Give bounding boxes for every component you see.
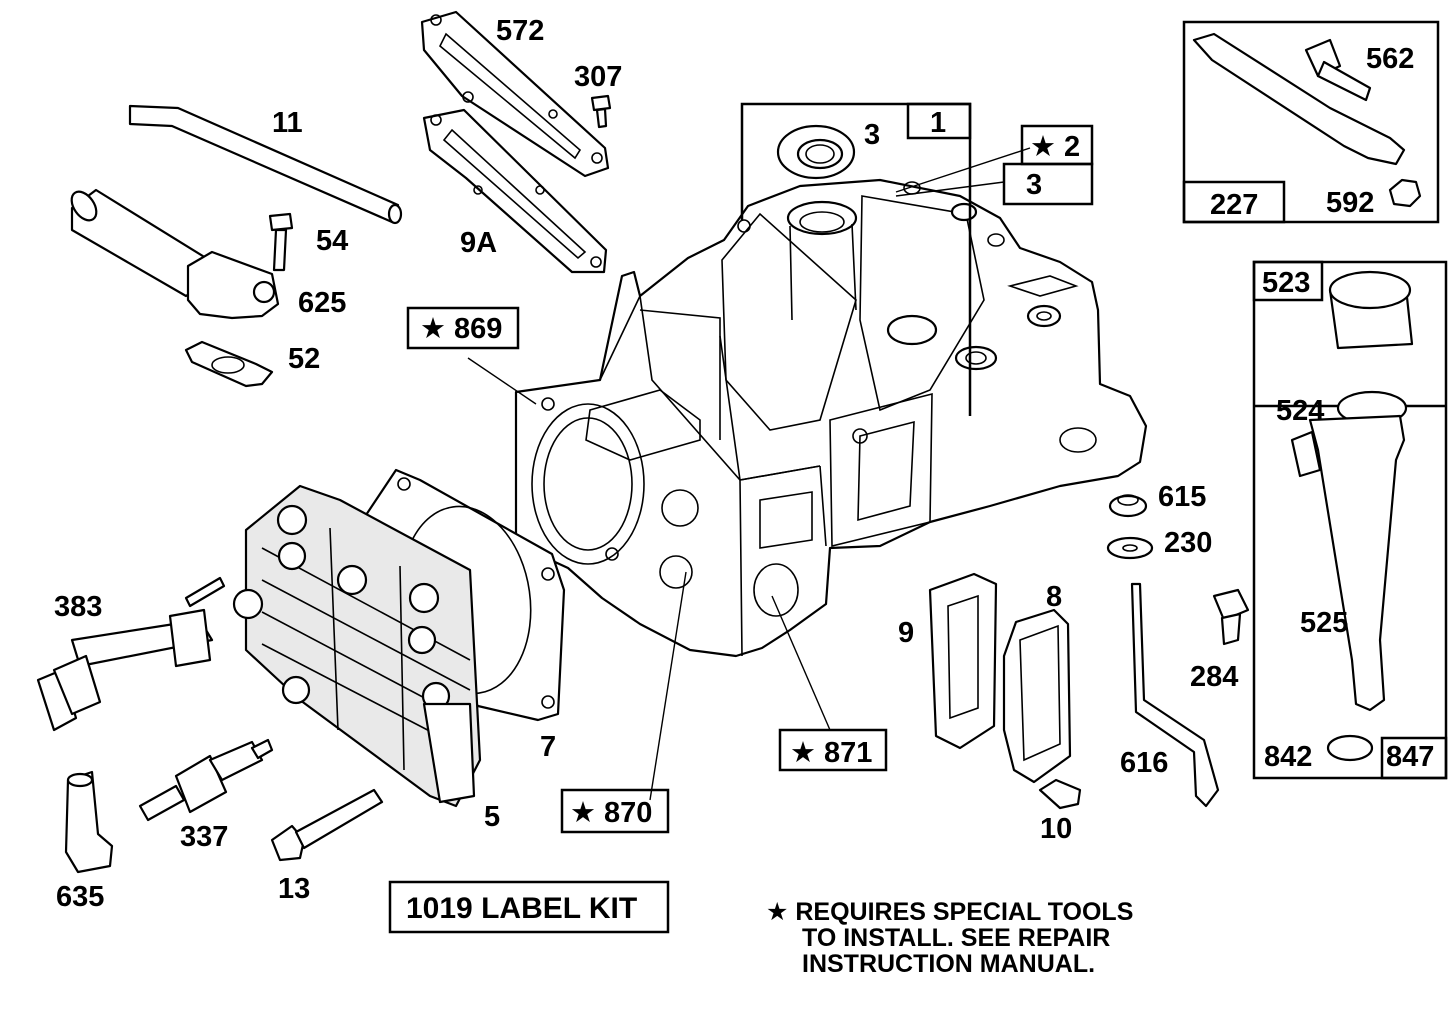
gasket-52-part xyxy=(184,340,274,388)
label-869-box xyxy=(406,306,520,350)
label-9A: 9A xyxy=(460,227,497,259)
label-847: 847 xyxy=(1386,741,1434,773)
spark-plug-wrench-part xyxy=(36,576,226,732)
crankcase-kit-frame xyxy=(740,102,972,416)
label-3a: 3 xyxy=(864,119,880,151)
fitting-284-part xyxy=(1212,588,1250,646)
spark-plug-boot-part xyxy=(64,770,114,874)
washer-230-part xyxy=(1106,536,1154,560)
cylinder-head-part xyxy=(232,484,482,808)
label-383: 383 xyxy=(54,591,102,623)
label-11: 11 xyxy=(272,107,303,139)
spark-plug-part xyxy=(138,738,274,822)
cover-8-part xyxy=(1002,608,1072,784)
screw-307-part xyxy=(590,94,612,129)
label-8: 8 xyxy=(1046,581,1062,613)
breather-cover-part xyxy=(420,10,610,178)
label-284: 284 xyxy=(1190,661,1238,693)
label-kit-text: 1019 LABEL KIT xyxy=(406,892,637,925)
label-869: ★ 869 xyxy=(420,313,502,345)
label-9: 9 xyxy=(898,617,914,649)
label-10: 10 xyxy=(1040,813,1072,845)
label-307: 307 xyxy=(574,61,622,93)
label-227: 227 xyxy=(1210,189,1258,221)
label-572: 572 xyxy=(496,15,544,47)
footnote-line-3: INSTRUCTION MANUAL. xyxy=(802,950,1095,978)
breather-tube-part xyxy=(128,104,403,225)
label-625: 625 xyxy=(298,287,346,319)
label-870: ★ 870 xyxy=(570,797,652,829)
crankcase-part xyxy=(514,178,1148,658)
label-525: 525 xyxy=(1300,607,1348,639)
bolt-54-part xyxy=(268,212,294,272)
label-7: 7 xyxy=(540,731,556,763)
breather-gasket-part xyxy=(422,108,608,274)
grommet-615-part xyxy=(1108,494,1148,518)
label-615: 615 xyxy=(1158,481,1206,513)
label-871: ★ 871 xyxy=(790,737,872,769)
label-562: 562 xyxy=(1366,43,1414,75)
footnote-line-2: TO INSTALL. SEE REPAIR xyxy=(802,924,1110,952)
label-1-box xyxy=(906,102,972,140)
oil-fill-kit-group xyxy=(1252,260,1448,780)
label-54: 54 xyxy=(316,225,348,257)
lever-616-part xyxy=(1130,582,1220,808)
label-870-box xyxy=(560,788,670,834)
label-230: 230 xyxy=(1164,527,1212,559)
label-523: 523 xyxy=(1262,267,1310,299)
label-3b: 3 xyxy=(1026,169,1042,201)
label-524: 524 xyxy=(1276,395,1324,427)
intake-elbow-part xyxy=(70,188,280,320)
label-kit-box xyxy=(388,880,670,934)
screw-10-part xyxy=(1038,778,1082,810)
leader-lines xyxy=(467,147,1031,801)
head-bolt-part xyxy=(270,788,384,862)
label-592: 592 xyxy=(1326,187,1374,219)
footnote-line-1: ★ REQUIRES SPECIAL TOOLS xyxy=(766,898,1133,926)
label-1: 1 xyxy=(930,107,946,139)
label-337: 337 xyxy=(180,821,228,853)
label-871-box xyxy=(778,728,888,772)
label-52: 52 xyxy=(288,343,320,375)
label-5: 5 xyxy=(484,801,500,833)
bracket-kit-group xyxy=(1182,20,1440,224)
label-3b-box xyxy=(1002,162,1094,206)
label-842: 842 xyxy=(1264,741,1312,773)
label-616: 616 xyxy=(1120,747,1168,779)
oil-seal-part xyxy=(776,124,856,180)
label-635: 635 xyxy=(56,881,104,913)
label-13: 13 xyxy=(278,873,310,905)
gasket-9-part xyxy=(928,572,998,750)
label-2: ★ 2 xyxy=(1030,131,1080,163)
